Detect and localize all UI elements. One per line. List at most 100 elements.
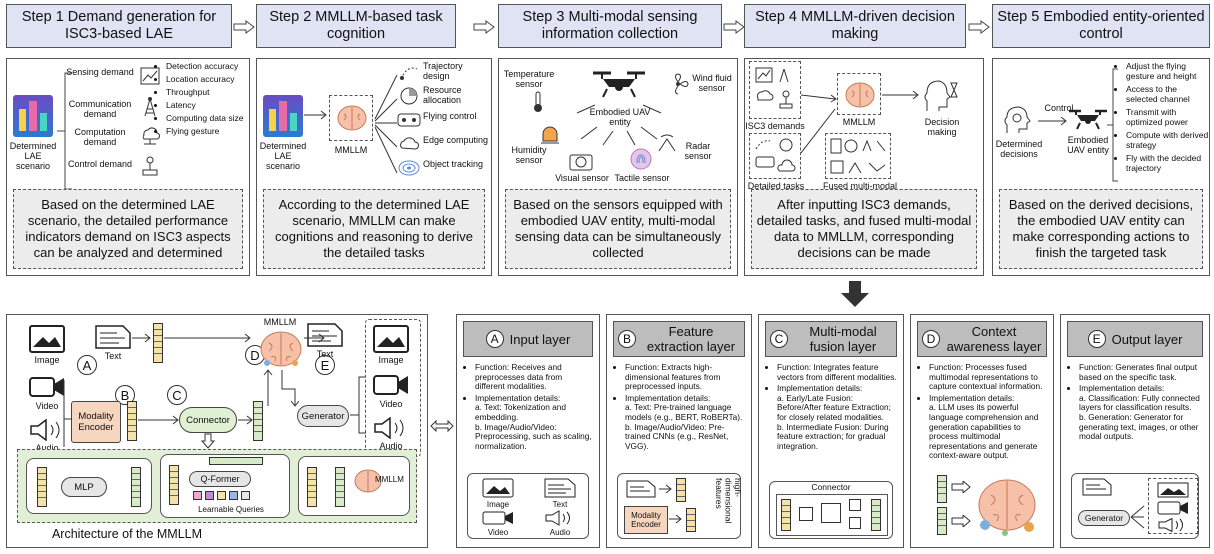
arrow-right-icon: [669, 514, 682, 524]
layer-a-illustration: Image Text Video Audio: [467, 473, 589, 539]
illu-video-label: Video: [487, 528, 509, 537]
fusion-node: [821, 503, 841, 523]
mlp-variant: MLP: [26, 458, 152, 514]
arrow-right-icon: [138, 415, 179, 425]
layer-b-illustration: Modality Encoder high-dimensional featur…: [617, 473, 743, 539]
radar-sensor-label: Radar sensor: [684, 141, 712, 161]
layer-a-point: Function: Receives and preprocesses data…: [475, 362, 593, 392]
fan-out-arrows: [374, 74, 398, 174]
text-doc-icon: [95, 325, 131, 349]
generator-box: Generator: [297, 405, 349, 427]
illu-audio-label: Audio: [549, 528, 571, 537]
connector-box: Connector: [179, 407, 237, 433]
metric-item: Computing data size: [166, 113, 249, 123]
arrow-right-icon: [1038, 116, 1067, 126]
task-flying: Flying control: [423, 111, 477, 121]
feature-vector: [127, 401, 137, 441]
metric-item: Latency: [166, 100, 249, 110]
fusion-node: [849, 499, 861, 511]
output-modalities-box: [1148, 478, 1198, 534]
step4-description: After inputting ISC3 demands, detailed t…: [751, 189, 977, 269]
illu-connector-label: Connector: [811, 482, 851, 492]
control-demand-label: Control demand: [67, 159, 133, 169]
input-image-label: Image: [34, 355, 60, 365]
feature-vector: [686, 508, 696, 532]
step5-title: Step 5 Embodied entity-oriented control: [992, 4, 1210, 48]
query-output-tokens: [209, 457, 263, 465]
input-video-label: Video: [35, 401, 59, 411]
text-doc-icon: [544, 478, 576, 498]
arrow-right-icon: [164, 333, 251, 343]
layer-a-point: Implementation details: a. Text: Tokeniz…: [475, 393, 593, 452]
step2-panel: Determined LAE scenario MMLLM Trajectory…: [256, 58, 492, 276]
layer-a-text: Function: Receives and preprocesses data…: [465, 362, 593, 453]
humidity-alarm-icon: [541, 126, 559, 144]
detailed-tasks-box: [749, 133, 801, 179]
fusion-node: [799, 507, 813, 521]
image-icon: [373, 325, 409, 353]
text-doc-icon: [307, 323, 343, 347]
drone-icon: [1069, 109, 1107, 130]
modality-encoder-box: Modality Encoder: [71, 401, 121, 443]
temperature-sensor-label: Temperature sensor: [503, 69, 555, 89]
letter-c-marker: C: [167, 385, 187, 405]
city-scenario-icon: [13, 95, 53, 137]
modality-encoder-box: Modality Encoder: [624, 506, 668, 534]
brain-icon: [337, 105, 367, 131]
qformer-variant: Q-Former Learnable Queries: [160, 454, 290, 518]
fan-out-arrows: [1130, 505, 1145, 529]
brain-icon: [845, 82, 875, 108]
head-gear-icon: [1004, 106, 1031, 133]
step2-description: According to the determined LAE scenario…: [263, 189, 485, 269]
input-to-encoder-arrows: [63, 380, 72, 447]
architecture-panel: Image Text Video Audio A B C D E Modalit…: [6, 314, 428, 548]
controller-icon: [397, 113, 421, 127]
layer-d-point: Implementation details: a. LLM uses its …: [929, 393, 1047, 461]
mmllm-variant: MMLLM: [298, 456, 410, 516]
layer-e-point: Function: Generates final output based o…: [1079, 362, 1203, 382]
layer-d-title: Context awareness layer: [946, 324, 1042, 354]
step4-panel: ISC3 demands Detailed tasks MMLLM Fused …: [744, 58, 984, 276]
arrow-right-icon: [132, 333, 151, 343]
step1-description: Based on the determined LAE scenario, th…: [13, 189, 243, 269]
pie-resource-icon: [400, 87, 418, 105]
computation-demand-label: Computation demand: [74, 127, 126, 147]
step3-description: Based on the sensors equipped with embod…: [505, 189, 731, 269]
action-item: Access to the selected channel: [1126, 84, 1209, 104]
brain-icon: [354, 469, 382, 493]
layer-e-text: Function: Generates final output based o…: [1069, 362, 1203, 444]
radar-icon: [658, 134, 676, 152]
letter-a-badge: A: [485, 330, 504, 348]
converge-arrows: [801, 94, 837, 154]
head-hourglass-icon: [924, 80, 958, 111]
fingerprint-icon: [630, 148, 652, 170]
metric-item: Throughput: [166, 87, 249, 97]
mlp-box: MLP: [61, 477, 107, 497]
image-icon: [29, 325, 65, 353]
generator-to-output-arrows: [350, 376, 366, 434]
layer-b-title: Feature extraction layer: [646, 324, 736, 354]
aligned-vector: [253, 401, 263, 441]
aligned-vector: [335, 467, 345, 507]
metric-item: Detection accuracy: [166, 61, 249, 71]
decision-making-label: Decision making: [924, 117, 960, 137]
metric-item: Flying gesture: [166, 126, 249, 136]
letter-e-badge: E: [1087, 330, 1106, 348]
wind-fan-icon: [675, 73, 689, 95]
feature-vector: [676, 478, 686, 502]
arrow-down-icon: [281, 370, 299, 407]
output-video-label: Video: [379, 399, 403, 409]
video-camera-icon: [1157, 501, 1188, 515]
double-arrow-icon: [430, 420, 454, 432]
fusion-diagram: [776, 494, 888, 536]
step1-panel: Determined LAE scenario Sensing demand C…: [6, 58, 250, 276]
step3-title: Step 3 Multi-modal sensing information c…: [498, 4, 722, 48]
illu-text-label: Text: [552, 500, 568, 509]
